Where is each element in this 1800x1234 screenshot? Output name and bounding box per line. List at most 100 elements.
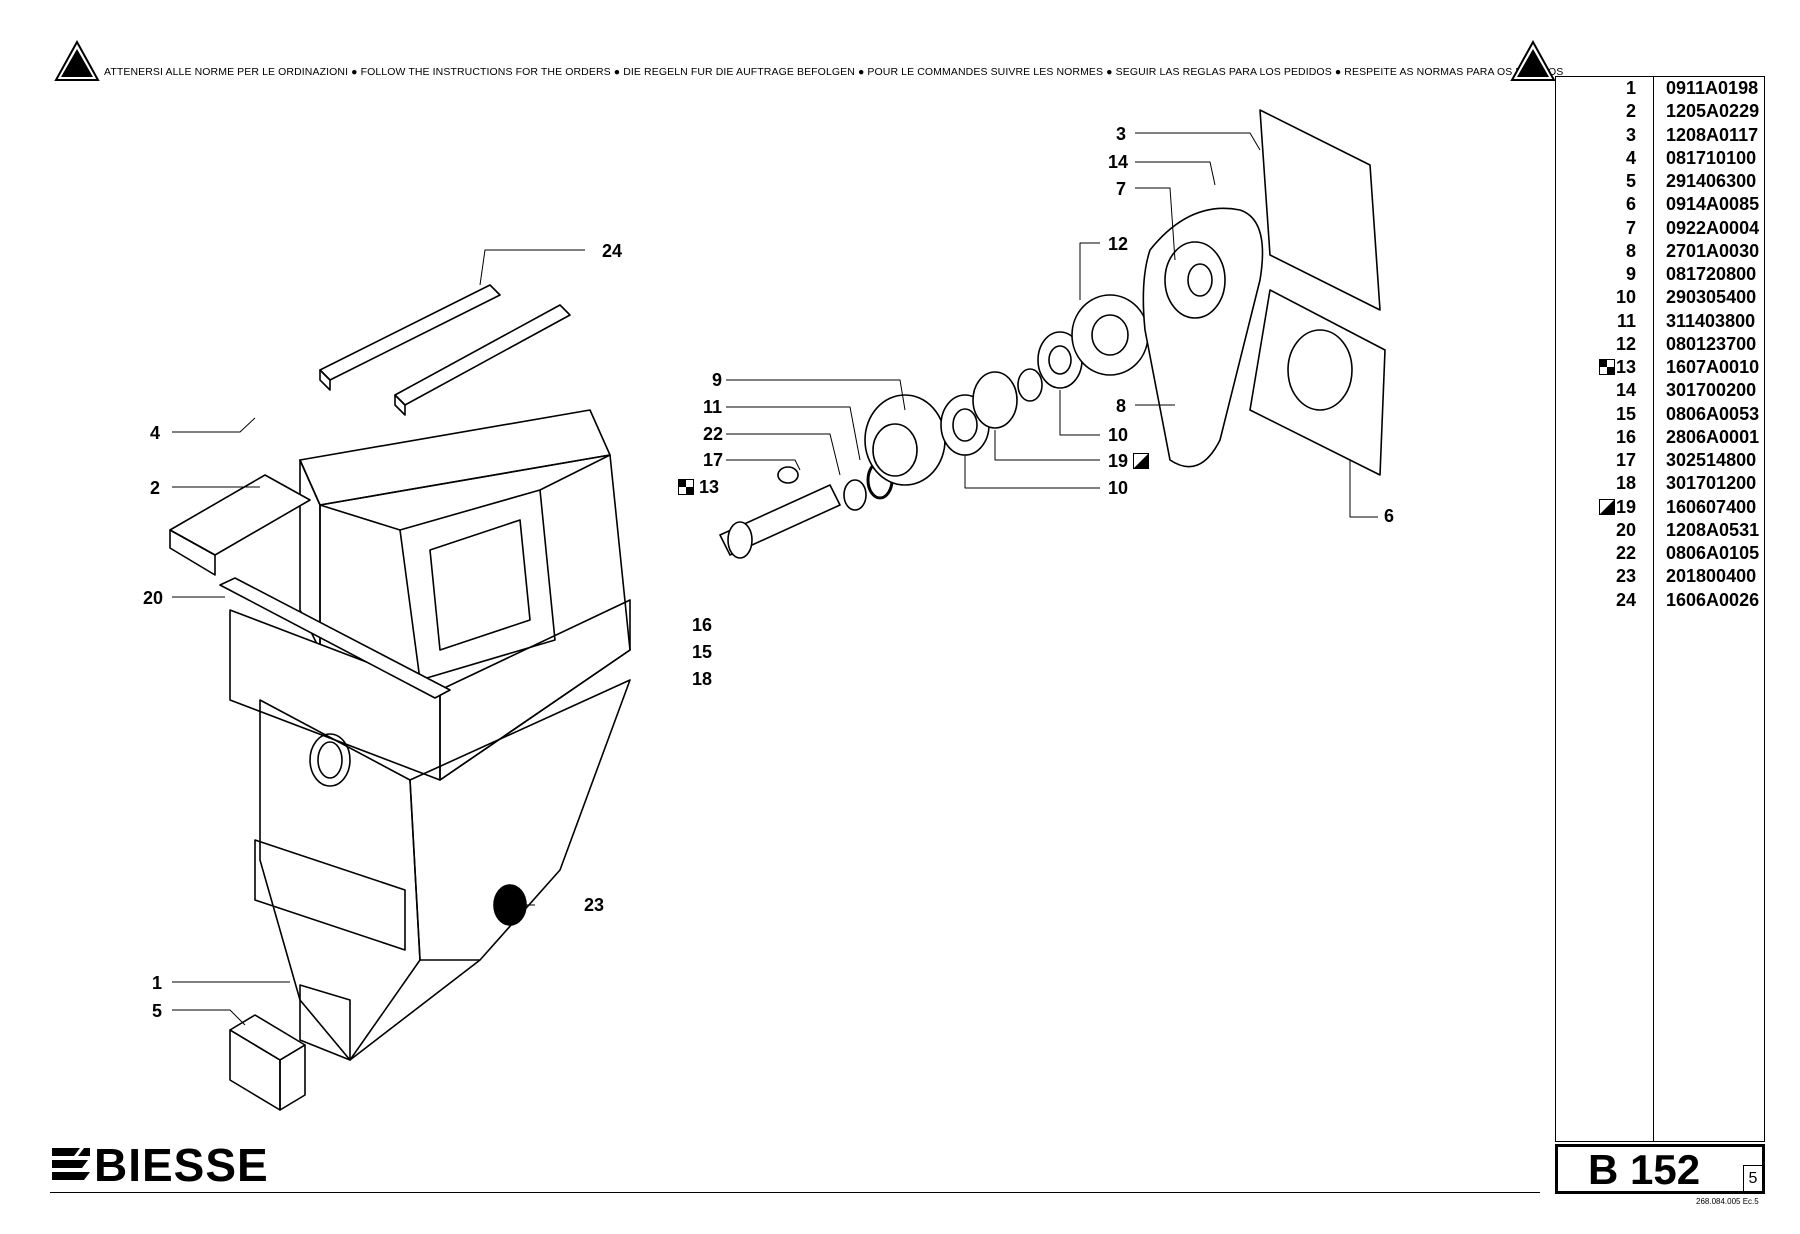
callout-18: 18 xyxy=(692,669,713,689)
callout-22: 22 xyxy=(703,424,724,444)
bottom-rule xyxy=(50,1192,1540,1193)
callout-1: 1 xyxy=(152,973,163,993)
part-position-label: 13 xyxy=(1615,357,1636,377)
part-position-label: 15 xyxy=(1615,403,1636,424)
biesse-logo-icon xyxy=(52,1148,90,1180)
part-position-label: 7 xyxy=(1625,217,1636,238)
callout-7: 7 xyxy=(1116,179,1127,199)
part-position: 7 xyxy=(1626,217,1636,240)
part-position-label: 24 xyxy=(1615,589,1636,610)
part-code: 0911A0198 xyxy=(1666,78,1759,98)
callout-19-label: 19 xyxy=(1108,451,1129,471)
part-position-label: 10 xyxy=(1615,287,1636,308)
part-position: 14 xyxy=(1616,379,1636,402)
part-position-label: 3 xyxy=(1625,124,1636,145)
part-position-label: 8 xyxy=(1625,240,1636,261)
parts-row: 14 301700200 xyxy=(1556,379,1766,402)
part-position: 3 xyxy=(1626,124,1636,147)
parts-row: 24 1606A0026 xyxy=(1556,589,1766,612)
diagonal-mark-icon xyxy=(1598,498,1615,515)
part-code: 301701200 xyxy=(1666,473,1757,494)
sheet-title: B 152 xyxy=(1588,1146,1701,1193)
part-position: 11 xyxy=(1617,310,1636,333)
callout-10a: 10 xyxy=(1108,425,1129,445)
parts-row: 9 081720800 xyxy=(1556,263,1766,286)
part-code: 0922A0004 xyxy=(1666,217,1760,238)
part-code: 1208A0531 xyxy=(1666,519,1760,540)
part-position-label: 6 xyxy=(1625,194,1636,215)
parts-row: 15 0806A0053 xyxy=(1556,403,1766,426)
rails xyxy=(319,284,571,416)
part-code: 160607400 xyxy=(1666,496,1757,517)
part-code: 0914A0085 xyxy=(1666,194,1760,215)
parts-row: 12 080123700 xyxy=(1556,333,1766,356)
part-position-label: 22 xyxy=(1615,543,1636,563)
checker-mark-icon xyxy=(678,479,694,495)
callout-24: 24 xyxy=(602,241,623,261)
part-code: 2701A0030 xyxy=(1666,240,1760,261)
parts-row: 6 0914A0085 xyxy=(1556,193,1766,216)
diagonal-mark-icon xyxy=(1133,453,1150,469)
part-position-label: 2 xyxy=(1625,101,1636,122)
sheet-number: 5 xyxy=(1743,1165,1762,1192)
callout-5: 5 xyxy=(152,1001,163,1021)
parts-row: 18 301701200 xyxy=(1556,472,1766,495)
part-code: 0806A0053 xyxy=(1666,403,1760,424)
part-code: 290305400 xyxy=(1666,287,1757,308)
part-position: 22 xyxy=(1616,542,1636,565)
part-position-label: 11 xyxy=(1616,310,1636,331)
part-position: 16 xyxy=(1616,426,1636,449)
part-code: 081710100 xyxy=(1666,147,1757,168)
callout-4: 4 xyxy=(150,423,161,443)
part-code: 311403800 xyxy=(1666,310,1756,331)
part-code: 080123700 xyxy=(1666,333,1757,354)
part-code: 081720800 xyxy=(1666,264,1757,284)
part-code: 302514800 xyxy=(1666,450,1757,470)
part-position: 23 xyxy=(1616,565,1636,588)
part-position: 9 xyxy=(1626,263,1636,286)
part-position: 17 xyxy=(1616,449,1636,472)
part-position: 19 xyxy=(1598,496,1636,519)
part-position-label: 9 xyxy=(1625,264,1636,284)
part-position: 24 xyxy=(1616,589,1636,612)
part-position: 15 xyxy=(1616,403,1636,426)
part-code: 291406300 xyxy=(1666,171,1757,191)
parts-row: 4 081710100 xyxy=(1556,147,1766,170)
parts-list-divider xyxy=(1653,77,1654,1141)
parts-row: 17 302514800 xyxy=(1556,449,1766,472)
part-position: 2 xyxy=(1626,100,1636,123)
part-code: 2806A0001 xyxy=(1666,426,1760,447)
callout-14: 14 xyxy=(1108,152,1129,172)
part-position-label: 4 xyxy=(1625,147,1636,168)
callout-3: 3 xyxy=(1116,124,1127,144)
part-code: 1205A0229 xyxy=(1666,101,1760,122)
callout-2: 2 xyxy=(150,478,161,498)
callout-15: 15 xyxy=(692,642,713,662)
part-position-label: 12 xyxy=(1615,333,1636,354)
parts-row: 13 1607A0010 xyxy=(1556,356,1766,379)
parts-row: 19 160607400 xyxy=(1556,496,1766,519)
warning-triangle-icon xyxy=(54,40,100,81)
callout-6: 6 xyxy=(1384,506,1395,526)
part-code: 1606A0026 xyxy=(1666,589,1760,610)
part-position: 18 xyxy=(1616,472,1636,495)
exploded-view-drawing xyxy=(169,109,1386,1111)
part-position: 6 xyxy=(1626,193,1636,216)
notice-text: ATTENERSI ALLE NORME PER LE ORDINAZIONI … xyxy=(104,66,1564,78)
parts-row: 8 2701A0030 xyxy=(1556,240,1766,263)
callout-20: 20 xyxy=(143,588,164,608)
callout-13: 13 xyxy=(678,478,719,496)
sheet-box: B 152 5 xyxy=(1555,1144,1765,1194)
part-position-label: 18 xyxy=(1615,473,1636,494)
part-code: 1607A0010 xyxy=(1666,357,1760,377)
part-position-label: 17 xyxy=(1615,450,1636,470)
order-notice: ATTENERSI ALLE NORME PER LE ORDINAZIONI … xyxy=(0,40,1564,96)
brand-name: BIESSE xyxy=(94,1139,269,1191)
part-code: 301700200 xyxy=(1666,380,1757,401)
callout-11: 11 xyxy=(703,397,723,417)
